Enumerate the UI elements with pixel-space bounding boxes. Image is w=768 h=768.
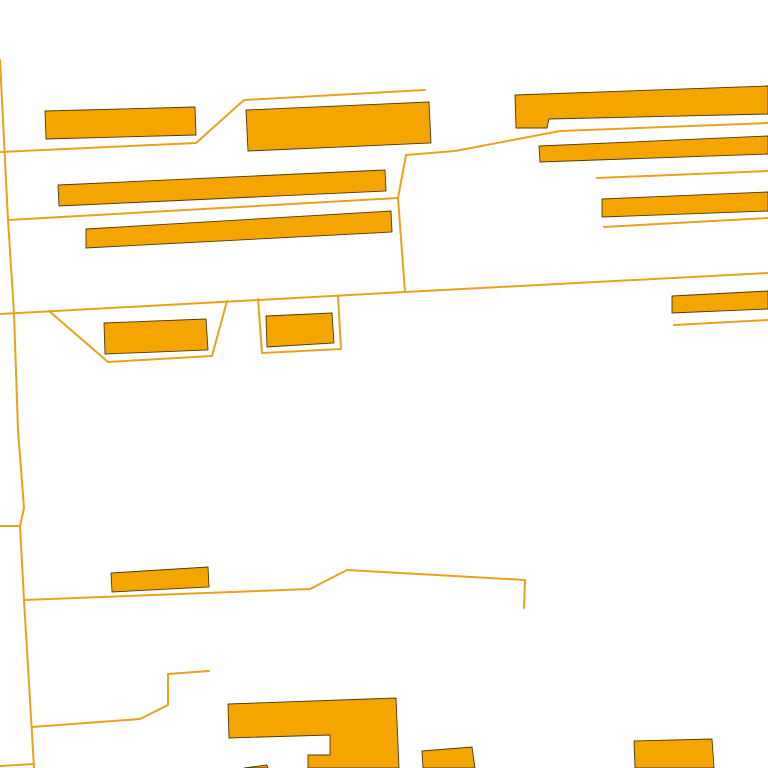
- building[interactable]: [227, 697, 400, 768]
- building[interactable]: [44, 106, 197, 140]
- road-mid-west: [7, 197, 399, 221]
- road-south: [23, 569, 526, 609]
- road-west-trunk: [0, 59, 35, 768]
- building[interactable]: [110, 566, 210, 593]
- building[interactable]: [85, 210, 393, 249]
- building[interactable]: [103, 318, 209, 355]
- building[interactable]: [601, 191, 768, 218]
- road-north-west: [0, 89, 426, 153]
- road-bottom: [31, 670, 210, 728]
- building[interactable]: [421, 746, 476, 768]
- building[interactable]: [245, 101, 432, 152]
- building-layer: [44, 85, 768, 768]
- building[interactable]: [514, 85, 768, 129]
- building[interactable]: [57, 169, 387, 207]
- road-loop-mid: [257, 295, 342, 354]
- road-layer: [0, 59, 768, 768]
- road-east-minor-1: [596, 170, 768, 179]
- road-bottom-edge: [0, 763, 35, 767]
- building[interactable]: [243, 764, 269, 768]
- building[interactable]: [538, 135, 768, 163]
- building[interactable]: [265, 312, 335, 348]
- road-east-minor-3: [673, 319, 768, 326]
- road-east-minor-2: [603, 217, 768, 228]
- building[interactable]: [671, 290, 768, 314]
- road-main-east-west: [0, 272, 768, 315]
- road-loop-west: [48, 300, 228, 363]
- building[interactable]: [633, 738, 715, 768]
- road-connector: [397, 122, 768, 199]
- road-connector-south: [397, 197, 406, 293]
